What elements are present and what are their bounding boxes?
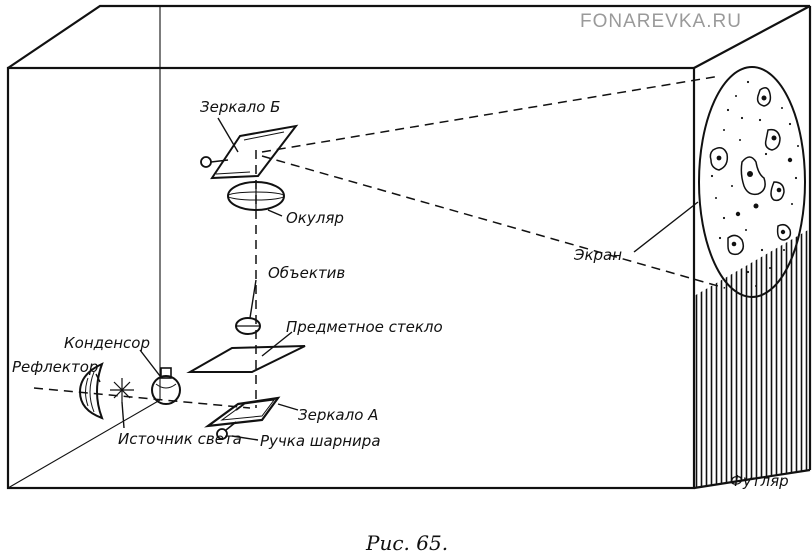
label-mirror-b: Зеркало Б bbox=[200, 98, 280, 116]
light-path bbox=[33, 75, 726, 409]
label-eyepiece: Окуляр bbox=[286, 209, 344, 227]
label-objective: Объектив bbox=[268, 264, 345, 282]
label-slide: Предметное стекло bbox=[286, 318, 443, 336]
case-box bbox=[6, 4, 812, 490]
figure-caption: Рис. 65. bbox=[365, 531, 448, 553]
label-case: Футляр bbox=[730, 472, 789, 490]
label-hinge-handle: Ручка шарнира bbox=[260, 432, 381, 450]
label-screen: Экран bbox=[573, 246, 622, 264]
mirror-b bbox=[200, 124, 299, 180]
light-source bbox=[110, 378, 134, 402]
glass-slide bbox=[186, 345, 306, 373]
screen bbox=[698, 66, 806, 298]
label-reflector: Рефлектор bbox=[12, 358, 98, 376]
objective-lens bbox=[235, 317, 261, 335]
reflector bbox=[78, 362, 104, 420]
label-mirror-a: Зеркало А bbox=[298, 406, 378, 424]
label-light-source: Источник света bbox=[118, 430, 242, 448]
case-side-hatching bbox=[694, 230, 808, 488]
label-condenser: Конденсор bbox=[64, 334, 150, 352]
eyepiece-lens bbox=[227, 181, 285, 211]
watermark: FONAREVKA.RU bbox=[580, 11, 742, 32]
condenser bbox=[151, 367, 181, 405]
leader-lines bbox=[95, 117, 699, 441]
mirror-a bbox=[204, 396, 281, 440]
